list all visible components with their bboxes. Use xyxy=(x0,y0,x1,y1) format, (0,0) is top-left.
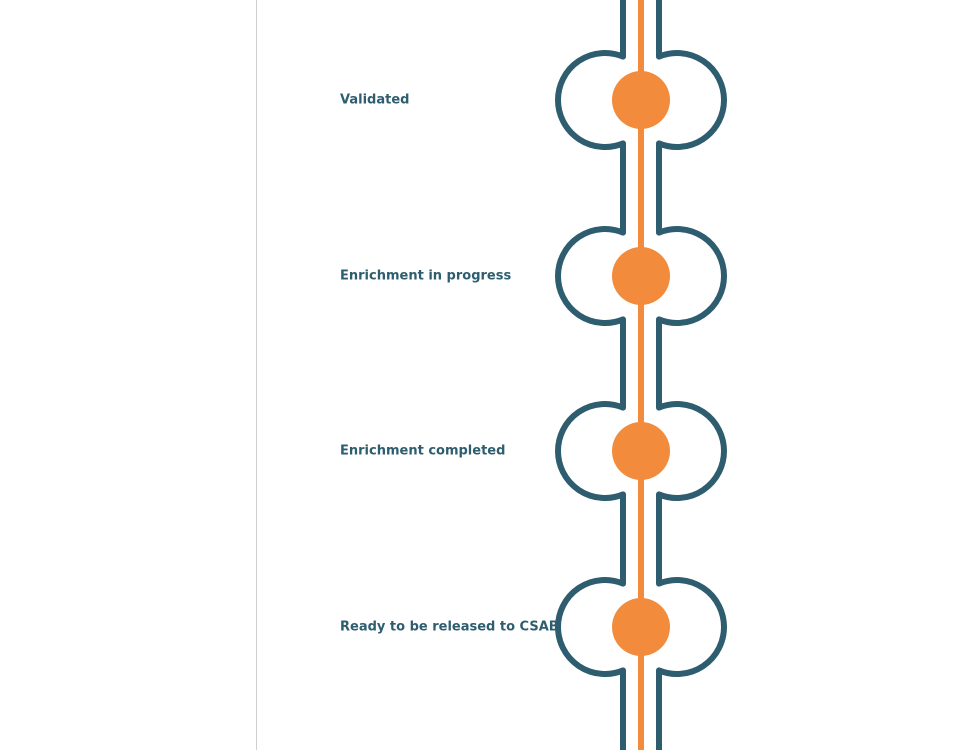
panel-left-border xyxy=(256,0,257,750)
timeline-dot-3 xyxy=(612,422,670,480)
step-label-validated: Validated xyxy=(340,92,410,108)
timeline-dots xyxy=(612,71,670,656)
timeline-dot-2 xyxy=(612,247,670,305)
step-label-enrichment-completed: Enrichment completed xyxy=(340,443,506,459)
timeline-outline xyxy=(555,0,727,750)
step-label-ready-to-release: Ready to be released to CSAB xyxy=(340,619,559,635)
timeline-dot-4 xyxy=(612,598,670,656)
timeline-dot-1 xyxy=(612,71,670,129)
step-label-enrichment-in-progress: Enrichment in progress xyxy=(340,268,512,284)
